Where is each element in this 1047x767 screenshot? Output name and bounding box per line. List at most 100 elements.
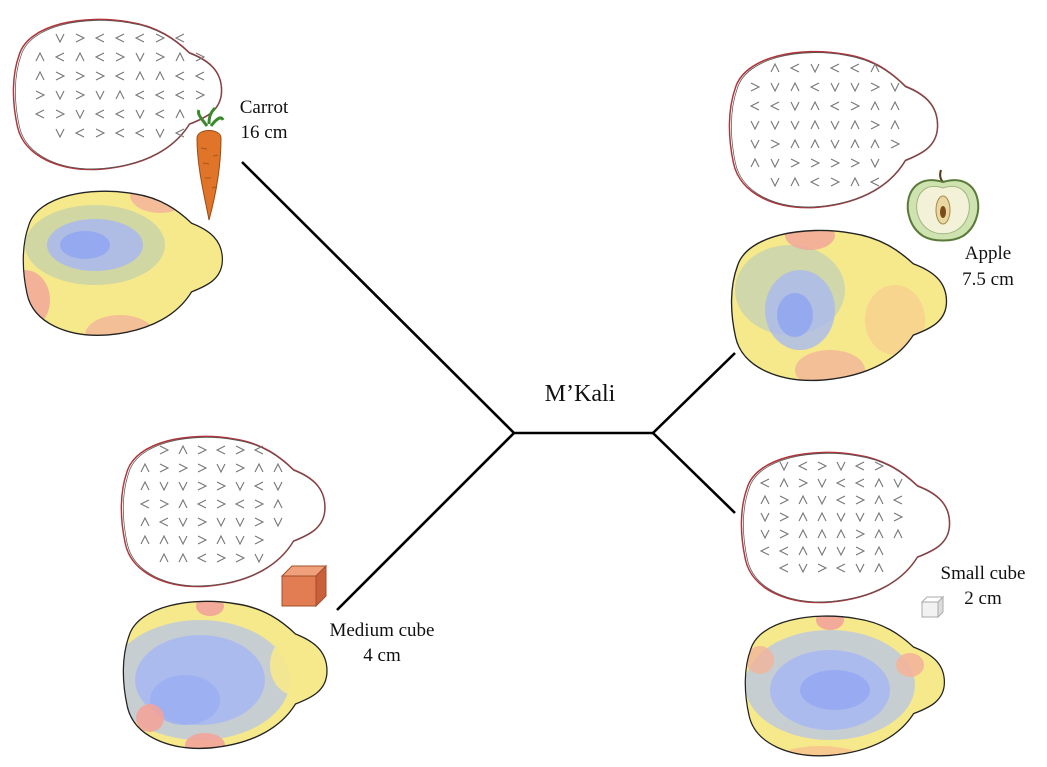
field-arrow [830,177,841,187]
field-arrow [750,157,760,168]
field-arrow [810,63,820,74]
field-arrow [174,71,185,81]
field-arrow [874,461,885,471]
field-arrow [159,481,169,492]
field-arrow [95,71,106,81]
field-arrow [178,535,188,546]
field-arrow [770,120,780,131]
field-arrow [809,82,820,92]
field-arrow [798,528,808,539]
field-arrow [850,176,860,187]
field-arrow [817,546,827,557]
field-arrow [750,82,761,92]
field-arrow [235,535,245,546]
field-arrow [890,119,900,130]
field-arrow [158,517,169,527]
field-arrow [855,546,866,556]
field-arrow [893,512,904,522]
field-arrow [216,463,226,474]
carrot-icon [196,106,225,221]
field-arrow [178,481,188,492]
field-arrow [778,546,789,556]
field-arrow [779,529,790,539]
field-arrow [94,52,105,62]
field-arrow [159,534,169,545]
field-arrow [855,529,866,539]
medium-cube-vector-field [120,435,326,588]
field-arrow [830,120,840,131]
field-arrow [253,445,264,455]
field-arrow [798,478,809,488]
small-cube-size: 2 cm [964,588,1002,609]
field-arrow [54,52,65,62]
field-arrow [810,119,820,130]
field-arrow [855,495,866,505]
field-arrow [770,177,780,188]
field-arrow [175,51,185,62]
field-arrow [114,33,125,43]
field-arrow [817,563,828,573]
field-arrow [75,51,85,62]
field-arrow [779,495,790,505]
field-arrow [216,517,226,528]
apple-name: Apple [964,243,1012,264]
field-arrow [829,63,840,73]
field-arrow [196,499,207,509]
field-arrow [55,90,65,101]
field-arrow [235,481,245,492]
field-arrow [154,109,165,119]
field-arrow [789,63,800,73]
field-arrow [836,461,846,472]
field-arrow [779,477,789,488]
field-arrow [194,71,205,81]
field-arrow [893,528,903,539]
field-arrow [174,90,185,100]
carrot-size: 16 cm [240,122,288,143]
field-arrow [135,109,145,120]
center-label: M’Kali [520,381,640,407]
field-arrow [55,128,65,139]
medium-cube-group [120,435,328,750]
field-arrow [174,128,185,138]
field-arrow [760,529,770,540]
tree-edges [241,161,736,611]
field-arrow [174,33,185,43]
field-arrow [770,82,780,93]
field-arrow [750,139,760,150]
field-arrow [197,535,208,545]
field-arrow [870,120,881,130]
medium-cube-size: 4 cm [363,645,401,666]
field-arrow [94,109,105,119]
field-arrow [75,71,86,81]
white-cube-icon [920,595,945,619]
field-arrow [850,82,860,93]
field-arrow [235,445,246,455]
field-arrow [790,120,800,131]
carrot-name: Carrot [239,97,289,118]
field-arrow [769,101,780,111]
field-arrow [835,478,846,488]
field-arrow [835,495,846,505]
apple-size: 7.5 cm [962,269,1014,290]
field-arrow [890,100,900,111]
field-arrow [254,553,264,564]
field-arrow [835,563,846,573]
field-arrow [817,461,828,471]
field-arrow [759,546,770,556]
carrot-heatmap [23,191,223,336]
field-arrow [836,512,846,523]
edge-apple [652,352,736,434]
field-arrow [893,478,903,489]
field-arrow [159,463,170,473]
center-label-text: M’Kali [544,381,616,407]
field-arrow [850,138,860,149]
field-arrow [197,481,208,491]
field-arrow [869,177,880,187]
field-arrow [75,109,85,120]
field-arrow [195,52,206,62]
field-arrow [74,128,85,138]
field-arrow [134,128,145,138]
carrot-group [12,18,225,337]
small-cube-vector-field [740,451,951,604]
